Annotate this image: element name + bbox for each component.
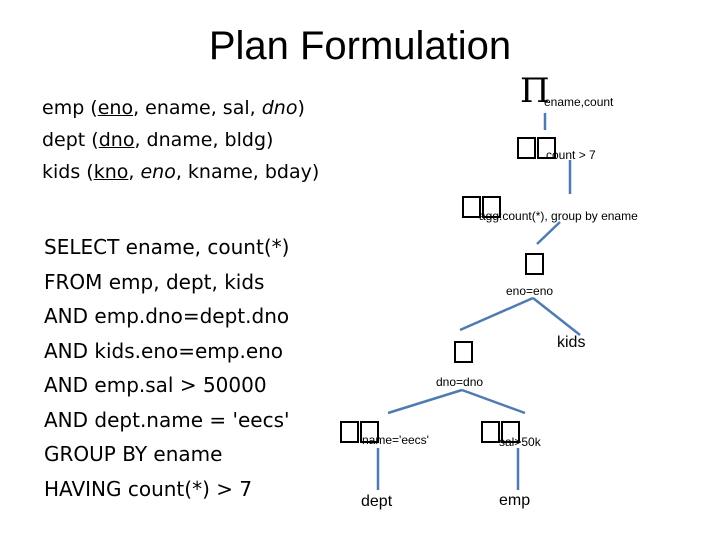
sql-line: AND emp.sal > 50000 [44,373,267,397]
emp-relation: emp [499,492,531,509]
edge-join1-join2 [459,296,534,332]
select-count-symbol [517,134,557,160]
select-sal-symbol [481,418,521,444]
sql-line: AND emp.dno=dept.dno [44,304,290,328]
agg-label: agg:count(*), group by ename [479,209,638,223]
sql-line: SELECT ename, count(*) [44,235,290,259]
key-eno: eno [97,97,134,119]
select-sal-label: sal>50k [499,435,541,449]
edge-join2-selname [387,388,463,415]
sql-query: SELECT ename, count(*) FROM emp, dept, k… [44,230,290,506]
sql-line: AND kids.eno=emp.eno [44,338,284,363]
kids-relation: kids [557,334,586,351]
sql-line: FROM emp, dept, kids [44,269,265,294]
edge-join1-kids [532,297,581,336]
schema-dept: dept (dno, dname, bldg) [42,129,274,151]
agg-symbol [462,193,502,219]
select-name-label: name='eecs' [362,433,429,447]
project-symbol: Π [520,71,550,111]
fk-dno: dno [261,97,298,119]
key-kno: kno [93,161,129,183]
fk-eno: eno [140,161,176,183]
join2-symbol [454,338,474,364]
join1-symbol [525,250,545,276]
select-count-label: count > 7 [546,148,596,162]
project-label: ename,count [544,95,614,109]
dept-relation: dept [361,493,393,510]
join1-label: eno=eno [506,284,554,298]
join2-label: dno=dno [436,375,484,389]
schema-kids: kids (kno, eno, kname, bday) [42,161,320,183]
select-name-symbol [340,418,380,444]
sql-line: GROUP BY ename [44,442,223,466]
edge-agg-join1 [536,221,561,245]
sql-line: HAVING count(*) > 7 [44,476,253,501]
page-title: Plan Formulation [208,24,512,68]
schema-emp: emp (eno, ename, sal, dno) [42,97,305,119]
key-dno: dno [98,129,135,151]
sql-line: AND dept.name = 'eecs' [44,407,290,432]
schema-list: emp (eno, ename, sal, dno) dept (dno, dn… [42,92,319,188]
edge-join2-selsal [461,388,526,415]
